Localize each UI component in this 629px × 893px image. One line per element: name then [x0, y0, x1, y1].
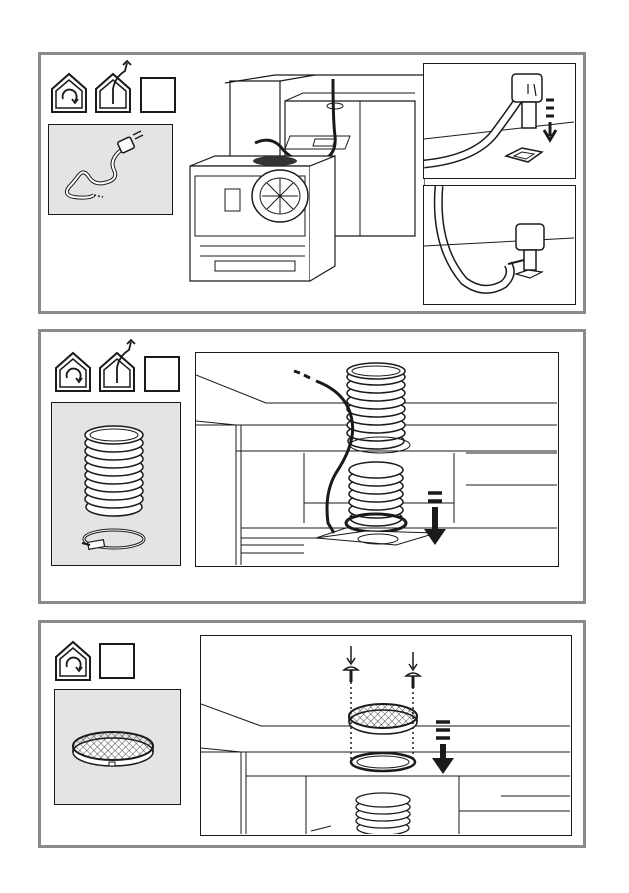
- kit-recirculation-grille-box: [54, 689, 181, 805]
- step-2-panel: [38, 329, 586, 604]
- recirculation-house-icon: [49, 71, 89, 115]
- grille-fixing-scene: [200, 635, 572, 836]
- plug-connection-detail-bottom: [423, 185, 576, 305]
- step-3-panel: [38, 620, 586, 848]
- grille-fixing-illustration: [201, 636, 570, 834]
- kit-power-cable-box: [48, 124, 173, 215]
- power-cable-illustration: [49, 125, 171, 213]
- kit-duct-and-clamp-box: [51, 402, 181, 566]
- duct-installation-illustration: [196, 353, 557, 565]
- flexible-duct-illustration: [52, 403, 179, 564]
- extraction-house-icon: [97, 338, 141, 394]
- empty-checkbox: [140, 77, 176, 113]
- hood-cable-routing-scene: [185, 61, 425, 291]
- empty-checkbox: [144, 356, 180, 392]
- recirculation-house-icon: [53, 350, 93, 394]
- recirculation-house-icon: [53, 639, 93, 683]
- extraction-house-icon: [93, 59, 137, 115]
- recirculation-grille-illustration: [55, 690, 179, 803]
- step-1-panel: [38, 52, 586, 314]
- duct-installation-scene: [195, 352, 559, 567]
- empty-checkbox: [99, 643, 135, 679]
- plug-connection-detail-top: [423, 63, 576, 179]
